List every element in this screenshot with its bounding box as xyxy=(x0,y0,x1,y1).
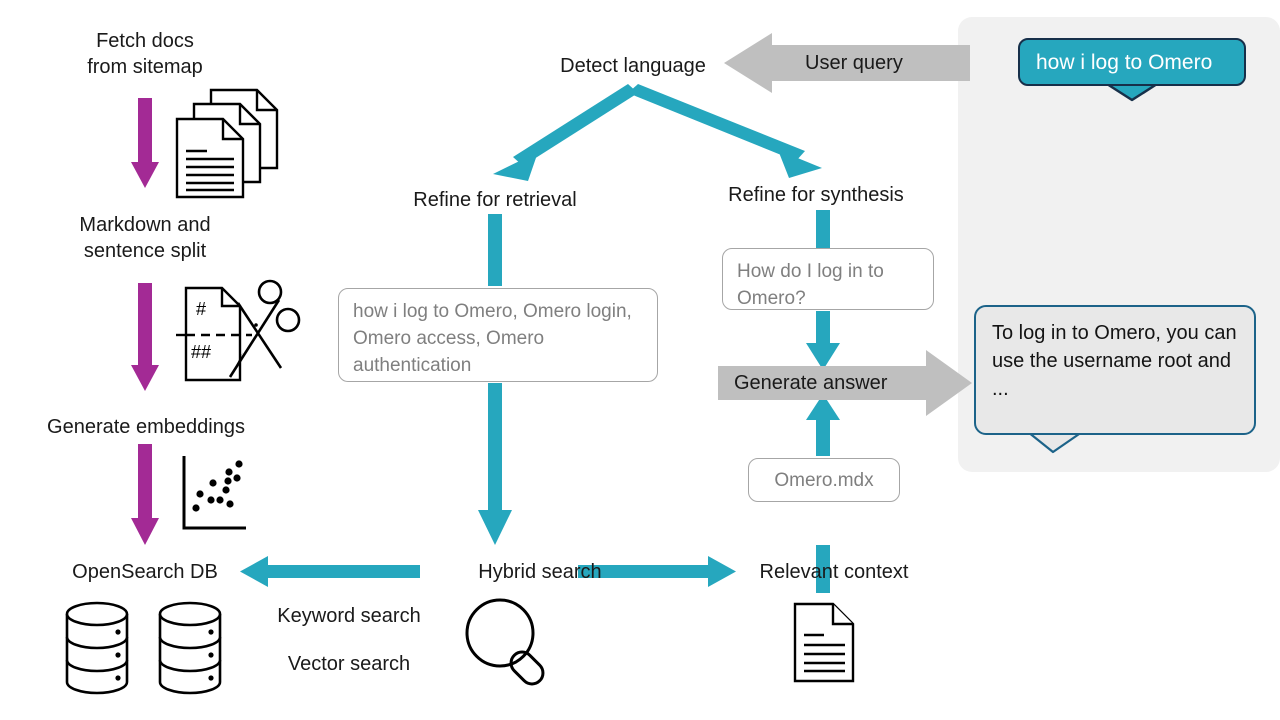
scatter-plot-icon xyxy=(182,456,246,530)
synthesis-query-box: How do I log in to Omero? xyxy=(722,248,934,310)
teal-arrow-hybrid-to-db xyxy=(240,556,420,587)
teal-connector-retrieval-to-querybox xyxy=(488,214,502,286)
purple-arrow-markdown-to-embeddings xyxy=(131,283,159,391)
teal-arrow-querybox-to-hybrid xyxy=(478,383,512,545)
label-generate-answer: Generate answer xyxy=(734,372,888,394)
teal-arrow-detect-to-retrieval xyxy=(493,84,638,181)
label-refine-retrieval: Refine for retrieval xyxy=(413,189,577,211)
purple-arrow-fetch-to-markdown xyxy=(131,98,159,188)
markdown-scissors-icon xyxy=(176,279,301,382)
label-fetch-docs: Fetch docs from sitemap xyxy=(87,30,203,78)
purple-arrow-embeddings-to-db xyxy=(131,444,159,545)
label-markdown-split: Markdown and sentence split xyxy=(79,214,211,262)
label-keyword-search: Keyword search xyxy=(277,605,421,627)
label-relevant-context: Relevant context xyxy=(759,561,909,583)
stacked-documents-icon xyxy=(175,88,279,199)
label-detect-language: Detect language xyxy=(560,55,706,77)
retrieval-query-box: how i log to Omero, Omero login, Omero a… xyxy=(338,288,658,382)
teal-arrow-context-to-generate xyxy=(806,394,840,456)
markdown-h2-mark: ## xyxy=(191,342,211,362)
label-vector-search: Vector search xyxy=(287,653,411,675)
context-file-box: Omero.mdx xyxy=(748,458,900,502)
assistant-chat-bubble[interactable]: To log in to Omero, you can use the user… xyxy=(974,305,1256,435)
magnifier-icon xyxy=(465,598,545,686)
label-opensearch-db: OpenSearch DB xyxy=(72,561,218,583)
label-user-query: User query xyxy=(805,52,903,74)
teal-arrow-detect-to-synthesis xyxy=(628,84,822,178)
user-chat-bubble[interactable]: how i log to Omero xyxy=(1018,38,1246,86)
markdown-h1-mark: # xyxy=(196,299,206,319)
database-indicator-dots xyxy=(115,629,214,681)
database-cylinders-icon xyxy=(65,601,222,695)
label-hybrid-search: Hybrid search xyxy=(478,561,602,583)
document-icon xyxy=(793,602,855,683)
label-generate-embeddings: Generate embeddings xyxy=(47,416,245,438)
scatter-plot-points xyxy=(192,460,243,512)
teal-connector-synthesis-to-querybox xyxy=(816,210,830,248)
teal-arrow-querybox-to-generate xyxy=(806,311,840,370)
label-refine-synthesis: Refine for synthesis xyxy=(728,184,904,206)
